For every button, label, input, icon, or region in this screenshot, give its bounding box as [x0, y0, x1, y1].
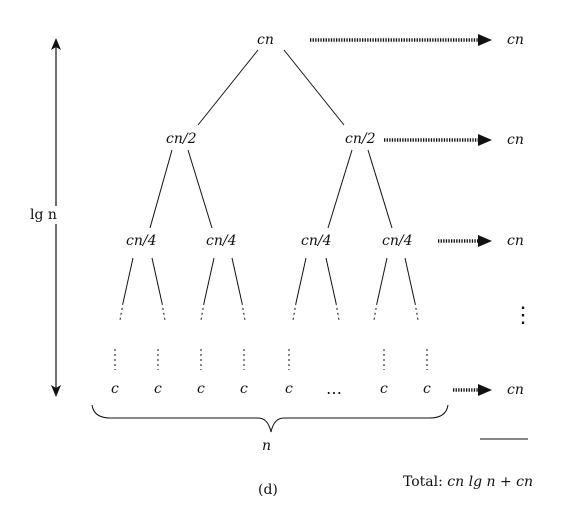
vertical-ellipsis: ⋮: [512, 303, 534, 328]
level-cost-2: cn: [507, 233, 524, 249]
leaf-node: c: [423, 381, 431, 397]
leaf-node: c: [380, 381, 388, 397]
leaf-ellipsis: …: [326, 379, 344, 398]
height-label: lg n: [30, 206, 57, 224]
level2-node-3: cn/4: [301, 233, 332, 249]
leaf-node: c: [111, 381, 119, 397]
level-cost-leaves: cn: [507, 382, 524, 398]
level-cost-1: cn: [507, 132, 524, 148]
total-prefix: Total:: [403, 474, 448, 490]
total-cost: Total: cn lg n + cn: [403, 474, 533, 490]
leaf-node: c: [285, 381, 293, 397]
level-cost-0: cn: [507, 32, 524, 48]
tree-edges: [122, 49, 416, 304]
level2-node-4: cn/4: [382, 233, 413, 249]
level2-node-2: cn/4: [206, 233, 237, 249]
level1-node-right: cn/2: [345, 131, 376, 147]
caption: (d): [258, 482, 278, 498]
level2-node-1: cn/4: [126, 233, 157, 249]
width-label: n: [262, 438, 272, 454]
root-node: cn: [257, 32, 274, 48]
leaves-brace: [91, 404, 449, 433]
tree-dashed-edges: [114, 302, 428, 370]
leaf-node: c: [154, 381, 162, 397]
leaf-node: c: [240, 381, 248, 397]
total-formula: cn lg n + cn: [447, 474, 533, 490]
level1-node-left: cn/2: [166, 131, 197, 147]
leaf-node: c: [197, 381, 205, 397]
cost-arrows: [310, 34, 492, 396]
